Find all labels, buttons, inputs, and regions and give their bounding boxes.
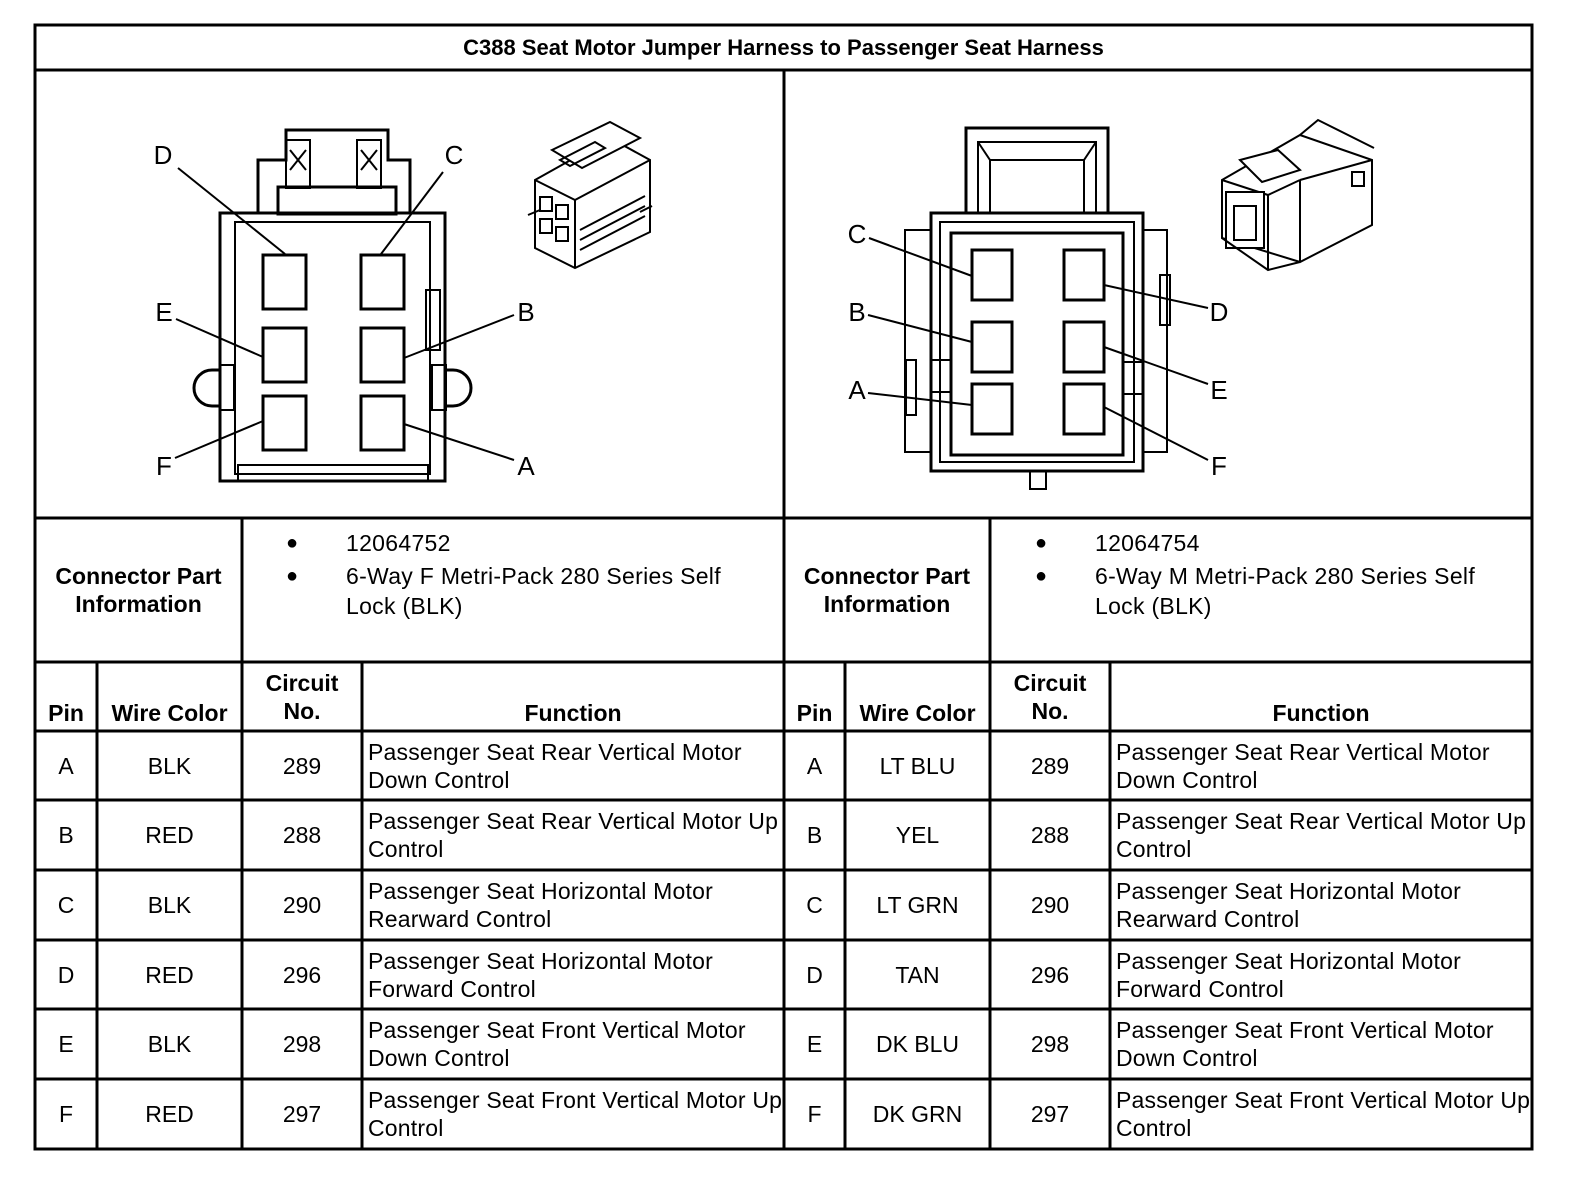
- left-circuit-cell: 290: [282, 892, 322, 918]
- left-header-circuit: Circuit No.: [265, 669, 339, 724]
- right-connector-part-info-label: Connector Part Information: [803, 563, 971, 617]
- right-pin-callout-c: C: [848, 219, 867, 249]
- left-pin-cell: C: [57, 892, 75, 918]
- right-header-pin: Pin: [796, 700, 833, 726]
- right-wire-color-cell: DK GRN: [872, 1101, 963, 1127]
- left-function-cell: Passenger Seat Horizontal Motor Rearward…: [368, 878, 713, 932]
- left-wire-color-cell: RED: [145, 1101, 194, 1127]
- left-pin-cell: F: [58, 1101, 74, 1127]
- right-pin-cell: B: [806, 822, 823, 848]
- left-wire-color-cell: BLK: [147, 1031, 192, 1057]
- right-function-cell: Passenger Seat Front Vertical Motor Up C…: [1116, 1087, 1531, 1141]
- bullet-icon: ●: [286, 565, 299, 587]
- left-pin-callout-a: A: [517, 451, 535, 481]
- left-circuit-cell: 289: [282, 752, 322, 779]
- right-header-circuit: Circuit No.: [1013, 669, 1087, 724]
- right-pin-cell: A: [806, 752, 823, 779]
- male-connector-face-drawing: [867, 126, 1209, 490]
- left-pin-callout-d: D: [154, 140, 173, 170]
- part-info-item: ● 6-Way F Metri-Pack 280 Series Self Loc…: [286, 561, 766, 621]
- right-function-cell: Passenger Seat Horizontal Motor Rearward…: [1116, 878, 1461, 932]
- left-pin-cell: A: [58, 752, 74, 779]
- right-pin-callout-f: F: [1211, 451, 1227, 481]
- left-wire-color-cell: RED: [145, 961, 194, 988]
- left-connector-part-info-label: Connector Part Information: [55, 563, 222, 617]
- right-pin-cell: F: [807, 1101, 822, 1127]
- left-connector-part-info-list: ● 12064752 ● 6-Way F Metri-Pack 280 Seri…: [286, 528, 766, 621]
- right-circuit-cell: 290: [1030, 892, 1070, 918]
- right-header-function: Function: [1272, 700, 1370, 726]
- left-pin-callout-f: F: [156, 451, 172, 481]
- right-connector-part-info-list: ● 12064754 ● 6-Way M Metri-Pack 280 Seri…: [1035, 528, 1515, 621]
- table-grid: [33, 23, 1534, 1151]
- right-pin-callout-e: E: [1210, 375, 1227, 405]
- left-wire-color-cell: BLK: [147, 752, 192, 779]
- male-connector-isometric-drawing: [1221, 118, 1375, 272]
- right-function-cell: Passenger Seat Front Vertical Motor Down…: [1116, 1017, 1494, 1071]
- right-circuit-cell: 296: [1030, 961, 1070, 988]
- right-wire-color-cell: LT BLU: [879, 752, 956, 779]
- part-info-item: ● 12064754: [1035, 528, 1515, 558]
- right-circuit-cell: 289: [1030, 752, 1070, 779]
- left-function-cell: Passenger Seat Rear Vertical Motor Up Co…: [368, 808, 779, 862]
- part-number: 12064754: [1095, 530, 1200, 556]
- part-number: 12064752: [346, 530, 451, 556]
- left-header-pin: Pin: [48, 700, 84, 726]
- left-circuit-cell: 298: [282, 1031, 322, 1057]
- female-connector-face-drawing: [174, 128, 515, 483]
- right-function-cell: Passenger Seat Rear Vertical Motor Up Co…: [1116, 808, 1527, 862]
- left-function-cell: Passenger Seat Front Vertical Motor Down…: [368, 1017, 746, 1071]
- left-circuit-cell: 296: [282, 961, 322, 988]
- left-wire-color-cell: RED: [145, 822, 194, 848]
- right-wire-color-cell: YEL: [895, 822, 940, 848]
- right-pin-callout-d: D: [1210, 297, 1229, 327]
- left-header-function: Function: [524, 700, 622, 726]
- right-wire-color-cell: LT GRN: [876, 892, 959, 918]
- right-pin-cell: E: [806, 1031, 823, 1057]
- page-title: C388 Seat Motor Jumper Harness to Passen…: [463, 34, 1104, 60]
- left-pin-callout-b: B: [517, 297, 534, 327]
- female-connector-isometric-drawing: [527, 120, 653, 270]
- right-pin-callout-a: A: [848, 375, 866, 405]
- left-pin-cell: D: [57, 961, 75, 988]
- left-circuit-cell: 297: [282, 1101, 322, 1127]
- right-wire-color-cell: TAN: [895, 961, 940, 988]
- right-function-cell: Passenger Seat Rear Vertical Motor Down …: [1116, 738, 1490, 793]
- right-pin-cell: C: [806, 892, 823, 918]
- right-circuit-cell: 298: [1030, 1031, 1070, 1057]
- right-pin-callout-b: B: [848, 297, 865, 327]
- left-wire-color-cell: BLK: [147, 892, 192, 918]
- part-info-item: ● 6-Way M Metri-Pack 280 Series Self Loc…: [1035, 561, 1515, 621]
- left-pin-cell: B: [58, 822, 74, 848]
- right-header-wire-color: Wire Color: [859, 700, 976, 726]
- left-function-cell: Passenger Seat Rear Vertical Motor Down …: [368, 738, 742, 793]
- bullet-icon: ●: [1035, 532, 1048, 554]
- bullet-icon: ●: [1035, 565, 1048, 587]
- pin-callouts: A B C D E F A B C D E F: [154, 140, 1229, 481]
- left-pin-cell: E: [58, 1031, 74, 1057]
- right-circuit-cell: 288: [1030, 822, 1070, 848]
- left-pin-callout-e: E: [155, 297, 172, 327]
- part-info-item: ● 12064752: [286, 528, 766, 558]
- left-circuit-cell: 288: [282, 822, 322, 848]
- left-header-wire-color: Wire Color: [111, 700, 228, 726]
- part-description: 6-Way F Metri-Pack 280 Series Self Lock …: [346, 563, 721, 619]
- part-description: 6-Way M Metri-Pack 280 Series Self Lock …: [1095, 563, 1476, 619]
- right-circuit-cell: 297: [1030, 1101, 1070, 1127]
- left-pin-callout-c: C: [445, 140, 464, 170]
- left-function-cell: Passenger Seat Horizontal Motor Forward …: [368, 947, 713, 1002]
- right-wire-color-cell: DK BLU: [875, 1031, 960, 1057]
- left-function-cell: Passenger Seat Front Vertical Motor Up C…: [368, 1087, 783, 1141]
- right-pin-cell: D: [806, 961, 823, 988]
- bullet-icon: ●: [286, 532, 299, 554]
- right-function-cell: Passenger Seat Horizontal Motor Forward …: [1116, 947, 1461, 1002]
